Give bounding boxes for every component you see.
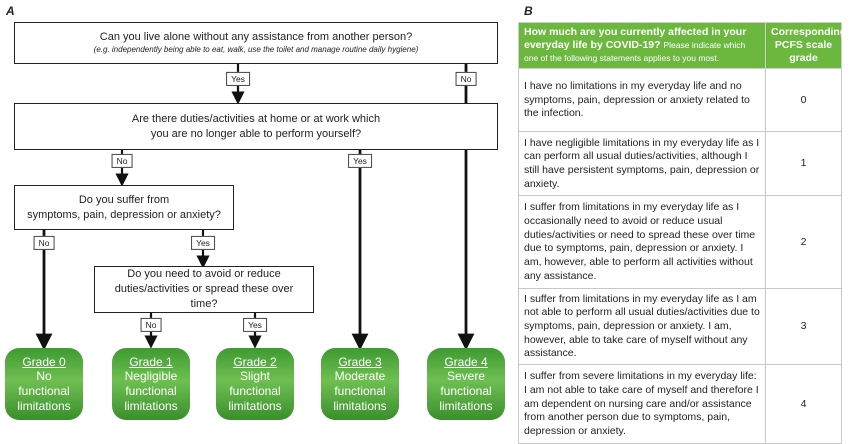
grade-4-name: Grade 4 bbox=[444, 354, 488, 369]
question-duties-line1: Are there duties/activities at home or a… bbox=[131, 112, 381, 125]
grade-3-line3: limitations bbox=[333, 398, 387, 413]
grade-2-name: Grade 2 bbox=[233, 354, 277, 369]
answer-no-avoid: No bbox=[140, 317, 162, 333]
grade-2-line1: Slight bbox=[239, 369, 271, 384]
panel-b-label: B bbox=[524, 4, 533, 18]
table-row: I suffer from severe limitations in my e… bbox=[518, 364, 842, 444]
grade-4-box: Grade 4 Severe functional limitations bbox=[427, 348, 505, 420]
grade-1-line3: limitations bbox=[124, 398, 178, 413]
question-box-live-alone: Can you live alone without any assistanc… bbox=[14, 22, 498, 64]
answer-yes-live-alone: Yes bbox=[226, 71, 250, 87]
answer-no-live-alone: No bbox=[455, 71, 477, 87]
grade-2-box: Grade 2 Slight functional limitations bbox=[216, 348, 294, 420]
grade-3-line1: Moderate bbox=[334, 369, 386, 384]
grade-0-line2: functional bbox=[18, 384, 70, 398]
grade-1-box: Grade 1 Negligible functional limitation… bbox=[112, 348, 190, 420]
answer-no-symptoms: No bbox=[33, 235, 55, 251]
statement-cell: I suffer from severe limitations in my e… bbox=[518, 364, 766, 444]
grade-4-line3: limitations bbox=[439, 398, 493, 413]
question-box-avoid-reduce: Do you need to avoid or reduce duties/ac… bbox=[94, 266, 314, 313]
question-box-symptoms: Do you suffer from symptoms, pain, depre… bbox=[14, 185, 234, 230]
question-live-alone-note: (e.g. independently being able to eat, w… bbox=[93, 45, 419, 55]
grade-0-name: Grade 0 bbox=[22, 354, 66, 369]
grade-4-line1: Severe bbox=[446, 369, 486, 384]
table-row: I suffer from limitations in my everyday… bbox=[518, 195, 842, 290]
question-avoid-line2: duties/activities or spread these over t… bbox=[114, 283, 294, 310]
header-hint-text: Please indicate which one of the followi… bbox=[524, 40, 746, 64]
grade-0-box: Grade 0 No functional limitations bbox=[5, 348, 83, 420]
statement-cell: I have no limitations in my everyday lif… bbox=[518, 68, 766, 133]
table-row: I have no limitations in my everyday lif… bbox=[518, 68, 842, 133]
statement-cell: I have negligible limitations in my ever… bbox=[518, 131, 766, 197]
grade-0-line1: No bbox=[36, 369, 52, 384]
question-live-alone-text: Can you live alone without any assistanc… bbox=[99, 31, 413, 44]
grade-4-line2: functional bbox=[440, 384, 492, 398]
question-symptoms-line2: symptoms, pain, depression or anxiety? bbox=[27, 208, 221, 221]
table-header-question: How much are you currently affected in y… bbox=[518, 21, 766, 70]
header-question-text: How much are you currently affected in y… bbox=[524, 26, 747, 52]
answer-yes-duties: Yes bbox=[348, 153, 372, 169]
grade-cell: 2 bbox=[765, 195, 842, 290]
table-row: I suffer from limitations in my everyday… bbox=[518, 288, 842, 366]
answer-no-duties: No bbox=[111, 153, 133, 169]
grade-2-line2: functional bbox=[229, 384, 281, 398]
grade-1-line2: functional bbox=[125, 384, 177, 398]
grade-cell: 3 bbox=[765, 288, 842, 366]
answer-yes-symptoms: Yes bbox=[191, 235, 215, 251]
question-avoid-line1: Do you need to avoid or reduce bbox=[127, 268, 281, 281]
grade-2-line3: limitations bbox=[228, 398, 282, 413]
grade-3-name: Grade 3 bbox=[338, 354, 382, 369]
grade-0-line3: limitations bbox=[17, 398, 71, 413]
question-duties-line2: you are no longer able to perform yourse… bbox=[150, 127, 362, 140]
statement-cell: I suffer from limitations in my everyday… bbox=[518, 288, 766, 366]
grade-3-line2: functional bbox=[334, 384, 386, 398]
statement-cell: I suffer from limitations in my everyday… bbox=[518, 195, 766, 290]
table-header-row: How much are you currently affected in y… bbox=[518, 21, 846, 70]
answer-yes-avoid: Yes bbox=[243, 317, 267, 333]
grade-cell: 1 bbox=[765, 131, 842, 197]
grade-cell: 0 bbox=[765, 68, 842, 133]
table-header-grade: Corresponding PCFS scale grade bbox=[765, 21, 846, 70]
grade-cell: 4 bbox=[765, 364, 842, 444]
panel-a-label: A bbox=[6, 4, 15, 18]
grade-3-box: Grade 3 Moderate functional limitations bbox=[321, 348, 399, 420]
question-box-duties: Are there duties/activities at home or a… bbox=[14, 103, 498, 150]
pcfs-table: How much are you currently affected in y… bbox=[518, 21, 846, 444]
grade-1-name: Grade 1 bbox=[129, 354, 173, 369]
table-row: I have negligible limitations in my ever… bbox=[518, 131, 842, 197]
question-symptoms-line1: Do you suffer from bbox=[78, 193, 170, 206]
grade-1-line1: Negligible bbox=[124, 369, 178, 384]
